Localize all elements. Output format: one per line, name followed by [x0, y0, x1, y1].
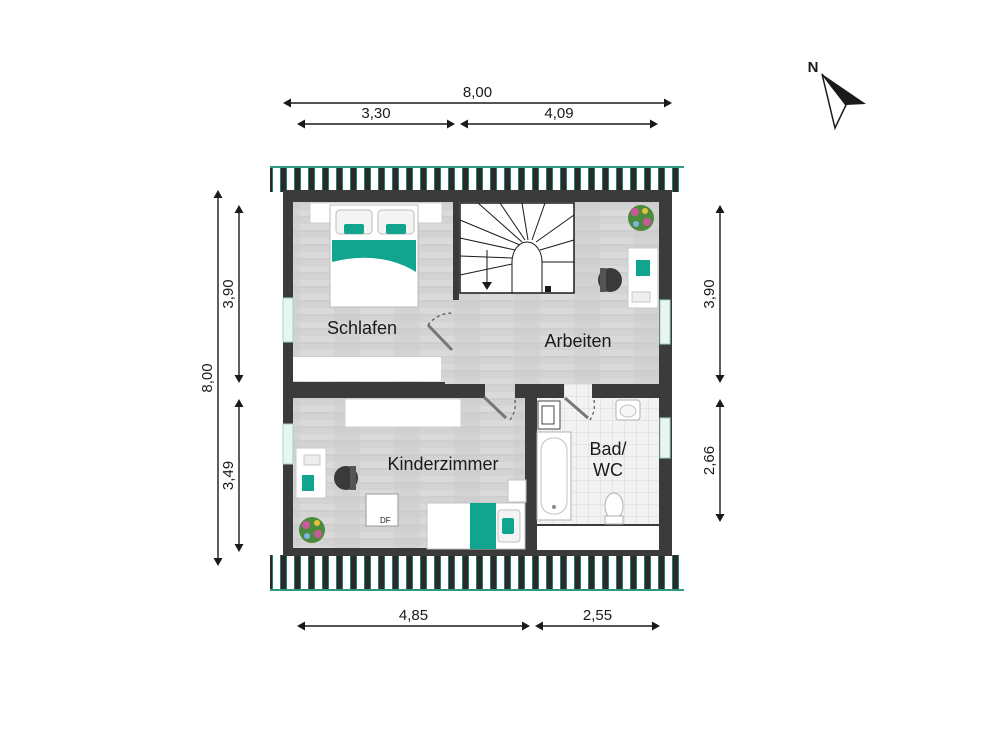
- washbasin: [537, 400, 561, 430]
- dim-top-total-label: 8,00: [463, 84, 492, 101]
- desk-arbeiten: [598, 247, 659, 309]
- dim-top-left-label: 3,30: [361, 105, 390, 122]
- door-kinderzimmer: [482, 395, 516, 421]
- compass-north-label: N: [808, 59, 819, 76]
- dim-right-upper-label: 3,90: [701, 279, 718, 308]
- room-label-arbeiten: Arbeiten: [544, 331, 611, 351]
- dim-bottom-left: 4,85: [297, 607, 530, 631]
- window-kinderzimmer: [282, 423, 294, 465]
- window-schlafen: [282, 297, 294, 343]
- bad-low-ceiling: [537, 526, 659, 550]
- sink: [615, 399, 641, 421]
- single-bed: [426, 479, 527, 550]
- dim-right-upper: 3,90: [701, 205, 725, 383]
- dim-bottom-right: 2,55: [535, 607, 660, 631]
- bathtub: [536, 431, 572, 521]
- room-label-kinderzimmer: Kinderzimmer: [387, 454, 498, 474]
- dim-top-total: 8,00: [283, 84, 672, 108]
- dim-top-left: 3,30: [297, 105, 455, 129]
- dim-left-upper-label: 3,90: [220, 279, 237, 308]
- plant-kinderzimmer: [299, 517, 325, 543]
- double-bed: [309, 202, 443, 308]
- dim-bottom-right-label: 2,55: [583, 607, 612, 624]
- dim-left-lower: 3,49: [220, 399, 244, 552]
- room-label-wc: WC: [593, 460, 623, 480]
- plant-arbeiten: [628, 205, 654, 231]
- desk-kinderzimmer: [295, 447, 358, 499]
- dim-right-lower-label: 2,66: [701, 446, 718, 475]
- schlafen-low-ceiling: [293, 357, 441, 381]
- dim-left-upper: 3,90: [220, 205, 244, 383]
- dim-left-total-label: 8,00: [199, 363, 216, 392]
- door-bad: [564, 396, 596, 421]
- window-arbeiten: [659, 299, 671, 345]
- window-bad: [659, 417, 671, 459]
- roof-edge-bottom: [270, 555, 684, 591]
- dim-left-lower-label: 3,49: [220, 461, 237, 490]
- dim-top-right-label: 4,09: [544, 105, 573, 122]
- staircase: [459, 202, 575, 294]
- dim-right-lower: 2,66: [701, 399, 725, 522]
- roof-window-label: DF: [380, 516, 391, 525]
- roof-edge-top: [270, 166, 684, 192]
- wardrobe-kinderzimmer: [344, 398, 462, 428]
- dim-top-right: 4,09: [460, 105, 658, 129]
- roof-window: [365, 493, 399, 527]
- room-label-bad: Bad/: [589, 439, 626, 459]
- compass-arrow-icon: [821, 73, 866, 131]
- dimension-lines: 8,00 3,30 4,09 8,00 3,90 3,49 3,90 2,66 4,85 2,55: [199, 84, 725, 631]
- door-schlafen: [426, 312, 454, 352]
- dim-bottom-left-label: 4,85: [399, 607, 428, 624]
- toilet: [604, 492, 624, 525]
- room-label-schlafen: Schlafen: [327, 318, 397, 338]
- dim-left-total: 8,00: [199, 190, 223, 566]
